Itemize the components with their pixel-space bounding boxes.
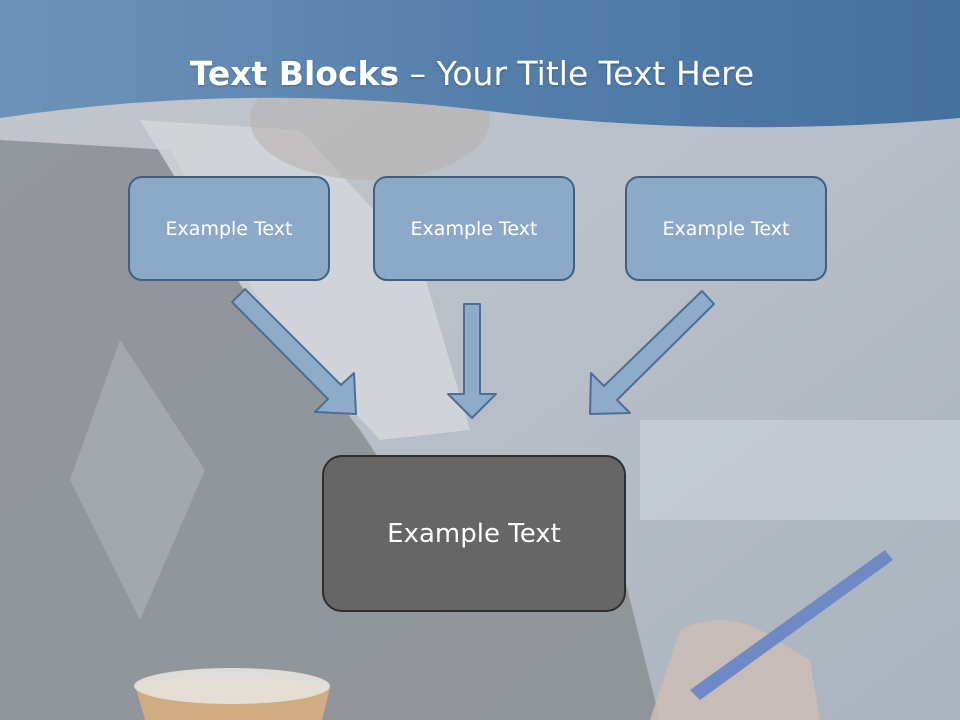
result-block[interactable]: Example Text	[322, 455, 626, 612]
slide-title: Text Blocks – Your Title Text Here	[0, 52, 944, 96]
text-block-3[interactable]: Example Text	[625, 176, 827, 281]
text-block-2[interactable]: Example Text	[373, 176, 575, 281]
result-block-label: Example Text	[387, 518, 561, 549]
arrow-center	[447, 303, 497, 419]
title-bold: Text Blocks	[189, 54, 400, 93]
text-block-1-label: Example Text	[165, 217, 293, 240]
title-dash: –	[409, 54, 427, 93]
arrow-left	[231, 288, 357, 415]
text-block-1[interactable]: Example Text	[128, 176, 330, 281]
arrow-right	[589, 290, 715, 415]
title-rest: Your Title Text Here	[436, 54, 755, 93]
text-block-3-label: Example Text	[662, 217, 790, 240]
text-block-2-label: Example Text	[410, 217, 538, 240]
